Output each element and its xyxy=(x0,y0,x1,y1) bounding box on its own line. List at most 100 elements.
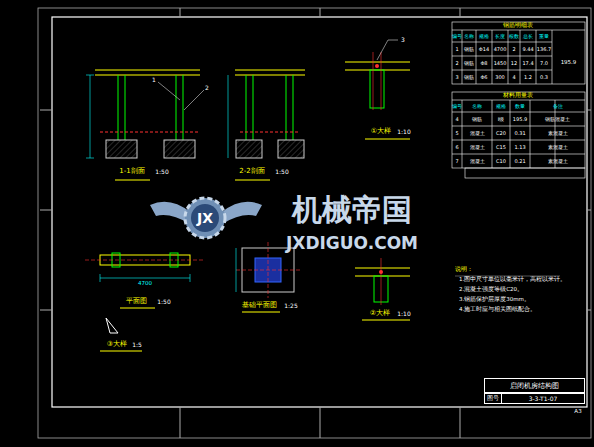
section-2-2 xyxy=(228,70,305,180)
section-1-1 xyxy=(100,132,200,133)
section-2-2 xyxy=(286,75,287,140)
table-grid xyxy=(452,42,552,43)
section-2-2 xyxy=(235,70,305,71)
field-name: 图号 xyxy=(485,394,501,403)
sheet-frame xyxy=(52,17,587,407)
drawing-label: 1 xyxy=(152,77,156,83)
section-2-2 xyxy=(246,75,247,140)
table-cell: 规格 xyxy=(496,104,506,109)
table-grid xyxy=(452,30,585,31)
sheet-frame xyxy=(40,210,52,211)
table-cell: 136.7 xyxy=(537,47,551,52)
table-cell: 备注 xyxy=(553,104,563,109)
note-text: 1.图中尺寸单位以毫米计，高程以米计。 xyxy=(459,277,566,283)
table-cell: 5 xyxy=(455,131,458,136)
table-cell: 17.4 xyxy=(522,61,533,66)
drawing-label: 1:50 xyxy=(275,169,288,175)
watermark: 机械帝国 xyxy=(292,195,412,225)
detail-1 xyxy=(377,40,388,60)
table-grid xyxy=(452,22,585,178)
table-cell: 钢筋 xyxy=(464,75,474,80)
watermark-logo xyxy=(185,198,225,238)
sheet-frame xyxy=(320,407,321,438)
table-cell: C20 xyxy=(496,131,506,136)
table-grid xyxy=(508,30,509,84)
drawing-label: 3 xyxy=(401,37,405,43)
table-grid xyxy=(492,100,493,168)
sheet-frame xyxy=(587,210,591,211)
sheet-frame xyxy=(460,8,461,17)
table-cell: 6 xyxy=(455,145,458,150)
detail-3 xyxy=(106,318,118,333)
table-grid xyxy=(492,30,493,84)
table-cell: 0.31 xyxy=(514,131,525,136)
drawing-label: 1:5 xyxy=(132,342,142,348)
table-grid xyxy=(452,22,585,84)
table-grid xyxy=(462,100,463,168)
table-grid xyxy=(552,30,553,84)
detail-3 xyxy=(106,318,110,333)
detail-1 xyxy=(375,64,379,68)
drawing-label: 2 xyxy=(205,85,209,91)
sheet-frame xyxy=(587,310,591,311)
detail-2 xyxy=(362,320,410,321)
drawing-label: 4700 xyxy=(138,281,152,287)
detail-1 xyxy=(373,52,374,110)
drawing-label: 平面图 xyxy=(126,298,147,305)
table-cell: 名称 xyxy=(464,34,474,39)
watermark: JXDIGUO.COM xyxy=(286,235,418,252)
table-cell: 钢筋 xyxy=(464,61,474,66)
table-grid xyxy=(452,154,585,155)
table-grid xyxy=(536,30,537,84)
sheet-frame xyxy=(180,8,181,17)
table-cell: 钢筋 xyxy=(472,117,482,122)
drawing-number-cell: 图号3-3-T1-07 xyxy=(484,393,585,404)
table-cell: 钢筋明细表 xyxy=(503,23,533,29)
section-2-2 xyxy=(236,140,262,158)
detail-1 xyxy=(381,52,382,110)
table-cell: 9.44 xyxy=(522,47,533,52)
table-cell: C15 xyxy=(496,145,506,150)
table-cell: 300 xyxy=(495,75,505,80)
section-1-1 xyxy=(125,75,126,140)
table-grid xyxy=(452,126,585,127)
table-grid xyxy=(520,30,521,84)
table-cell: 编号 xyxy=(452,104,462,109)
drawing-label: 1:25 xyxy=(284,303,297,309)
sheet-frame xyxy=(38,8,591,438)
table-cell: 混凝土 xyxy=(470,131,485,136)
table-cell: 素混凝土 xyxy=(548,145,568,150)
table-cell: 4 xyxy=(512,75,515,80)
foundation-plan xyxy=(236,248,237,292)
section-1-1 xyxy=(86,75,94,76)
section-1-1 xyxy=(86,70,204,180)
section-1-1 xyxy=(158,82,180,100)
table-cell: 195.9 xyxy=(561,60,577,66)
section-1-1 xyxy=(115,180,150,181)
watermark-logo xyxy=(191,204,219,232)
section-2-2 xyxy=(293,75,294,140)
table-cell: Φ6 xyxy=(480,75,487,80)
drawing-label: ③大样 xyxy=(107,341,127,348)
table-cell: 数量 xyxy=(515,104,525,109)
table-cell: 0.3 xyxy=(540,75,548,80)
table-cell: 重量 xyxy=(539,34,549,39)
drawing-label: 1:10 xyxy=(397,311,410,317)
table-cell: 4700 xyxy=(494,47,507,52)
plan-view xyxy=(85,253,205,308)
table-cell: 2 xyxy=(455,61,458,66)
sheet-frame xyxy=(38,8,591,438)
detail-2 xyxy=(379,270,383,274)
section-1-1 xyxy=(164,140,195,158)
watermark: JX xyxy=(197,211,213,225)
detail-1 xyxy=(388,40,398,41)
sheet-frame xyxy=(40,110,52,111)
table-cell: Φ8 xyxy=(480,61,487,66)
table-cell: 1.13 xyxy=(514,145,525,150)
detail-3 xyxy=(100,318,142,351)
table-cell: 195.9 xyxy=(513,117,527,122)
note-text: 3.钢筋保护层厚度30mm。 xyxy=(459,297,530,303)
drawing-label: 基础平面图 xyxy=(242,302,277,309)
drawing-title: 启闭机房结构图 xyxy=(508,381,561,391)
detail-2 xyxy=(355,258,410,320)
